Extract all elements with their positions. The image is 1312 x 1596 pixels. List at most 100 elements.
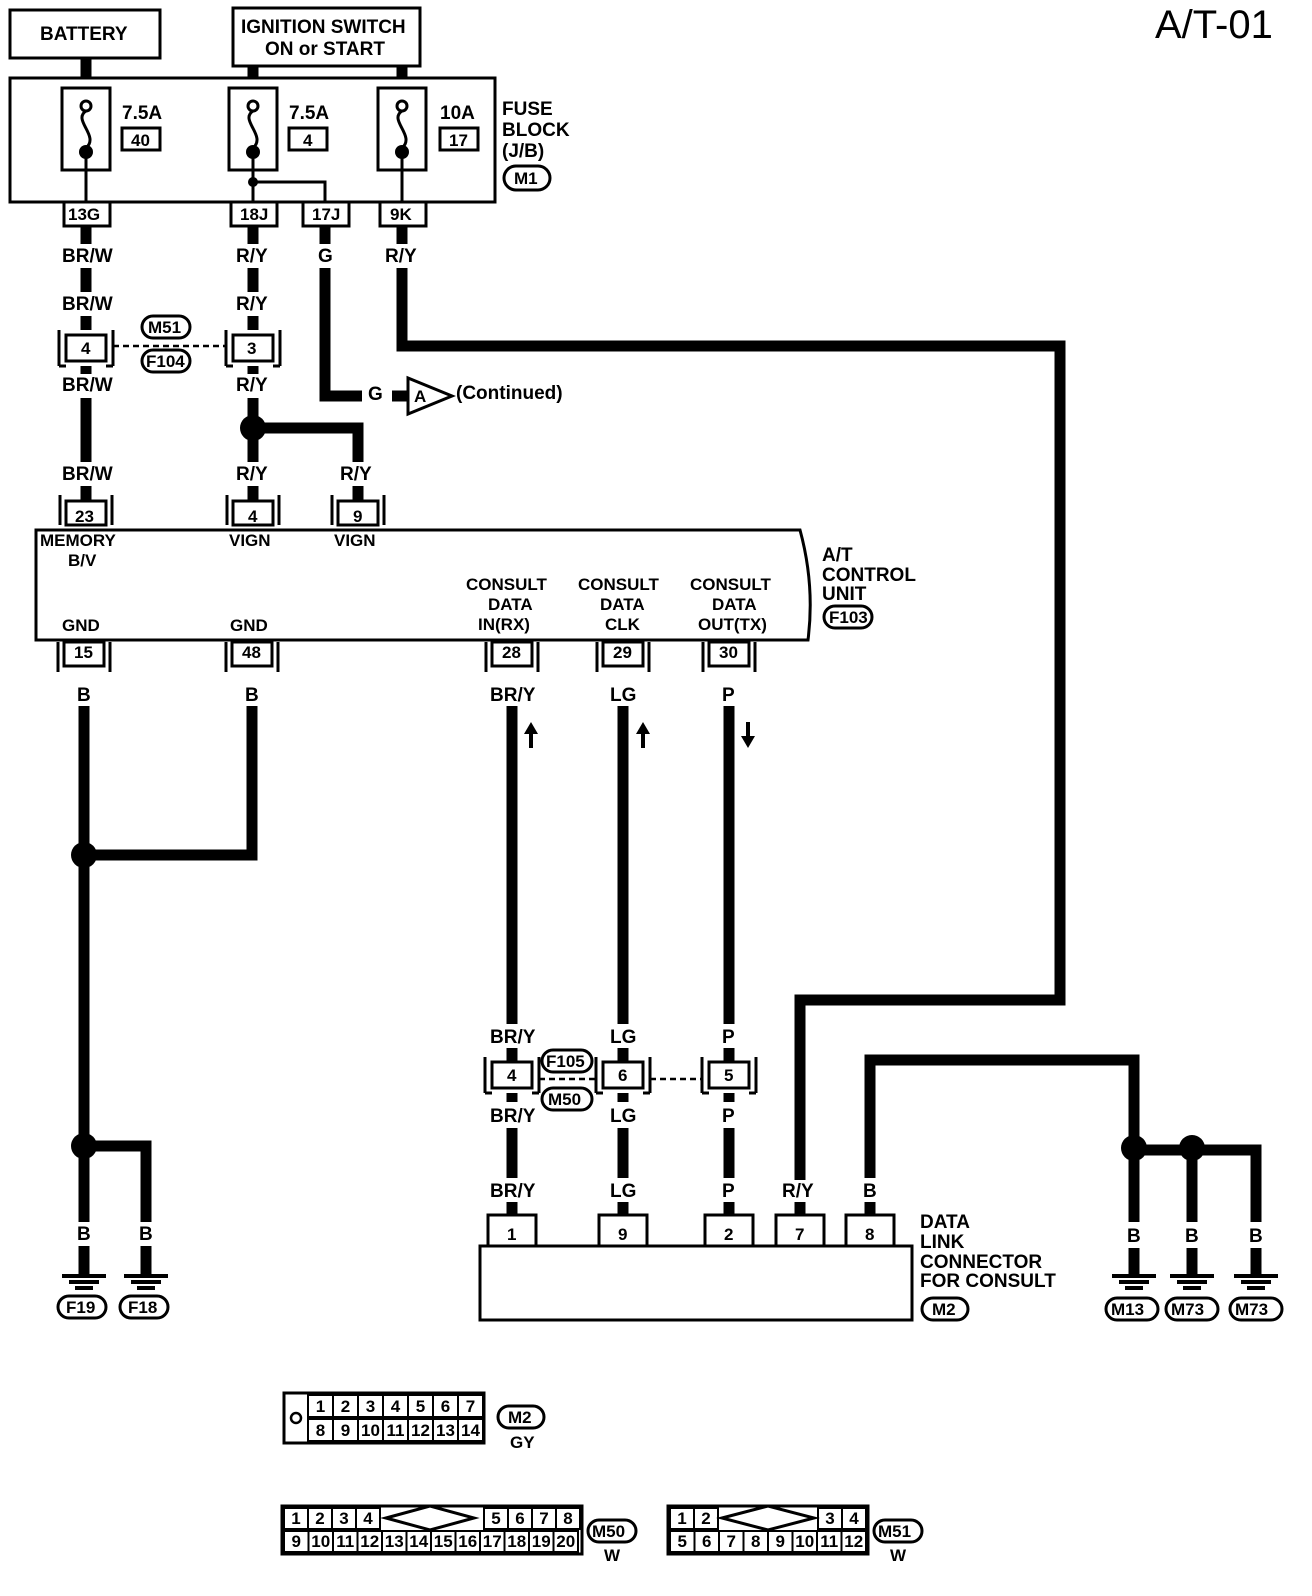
svg-text:18J: 18J	[240, 205, 268, 224]
m51-pin-label: 2	[701, 1509, 710, 1528]
svg-text:M2: M2	[932, 1300, 956, 1319]
ignition-label-1: IGNITION SWITCH	[241, 17, 406, 38]
continued-marker: A	[406, 375, 456, 417]
wire-label-ry-2: R/Y	[236, 294, 268, 315]
wire-label-lg-2: LG	[610, 1027, 636, 1048]
wire-label-b-m73-2: B	[1249, 1226, 1263, 1247]
svg-text:W: W	[890, 1546, 907, 1565]
arrow-up-rx-icon	[524, 722, 538, 748]
wire-label-brw-4: BR/W	[62, 464, 113, 485]
m2-pin	[457, 1394, 484, 1418]
ground-badge-f19: F19	[56, 1294, 108, 1320]
ground-symbol-m73-1	[1168, 1274, 1216, 1290]
svg-text:M51: M51	[148, 318, 181, 337]
data-link-label-1: DATA	[920, 1212, 970, 1233]
fuse-block: 7.5A 40 7.5A 4 10A 17	[8, 76, 497, 204]
svg-text:M73: M73	[1235, 1300, 1268, 1319]
terminal-18j: 18J	[229, 200, 279, 228]
svg-text:28: 28	[502, 643, 521, 662]
svg-text:3: 3	[247, 339, 256, 358]
svg-text:DATA: DATA	[488, 595, 533, 614]
m50-pin-label: 10	[311, 1532, 330, 1551]
m50-pin-label: 5	[491, 1509, 500, 1528]
svg-text:M51: M51	[878, 1522, 911, 1541]
svg-text:B/V: B/V	[68, 551, 97, 570]
ground-symbol-m13	[1110, 1274, 1158, 1290]
m50-pin-label: 17	[483, 1532, 502, 1551]
m51-pin-label: 6	[702, 1532, 711, 1551]
ground-symbol-m73-2	[1232, 1274, 1280, 1290]
wire-label-p-3: P	[722, 1106, 735, 1127]
wire-label-bry-3: BR/Y	[490, 1106, 536, 1127]
svg-text:48: 48	[242, 643, 261, 662]
fuse-block-label-1: FUSE	[502, 99, 553, 120]
m50-pin-label: 2	[315, 1509, 324, 1528]
wire-label-ry-1: R/Y	[236, 246, 268, 267]
m51-pin-label: 12	[844, 1532, 863, 1551]
m51-pin	[840, 1530, 867, 1553]
svg-text:30: 30	[719, 643, 738, 662]
m50-pin-label: 8	[563, 1509, 572, 1528]
m50-pin-label: 11	[336, 1532, 354, 1551]
arrow-up-clk-icon	[636, 722, 650, 748]
svg-text:CONSULT: CONSULT	[578, 575, 660, 594]
m2-pin-label: 11	[387, 1421, 405, 1440]
wire-label-b-m73-1: B	[1185, 1226, 1199, 1247]
m51-pin-label: 1	[677, 1509, 686, 1528]
ground-symbol-f19	[60, 1274, 108, 1290]
svg-text:F103: F103	[829, 608, 868, 627]
m50-pin-label: 3	[339, 1509, 348, 1528]
m50-pin	[555, 1507, 581, 1530]
m2-pin-label: 1	[316, 1397, 325, 1416]
svg-text:4: 4	[81, 339, 91, 358]
battery-label: BATTERY	[40, 24, 128, 45]
m2-pin	[457, 1418, 484, 1442]
wire-label-brw-2: BR/W	[62, 294, 113, 315]
wire-label-p-2: P	[722, 1027, 735, 1048]
fuse-block-label-3: (J/B)	[502, 141, 544, 162]
m2-pin-label: 9	[341, 1421, 350, 1440]
m51-pin-label: 5	[678, 1532, 687, 1551]
fuse-block-connector-badge: M1	[502, 164, 552, 192]
wire-label-b-m13: B	[1127, 1226, 1141, 1247]
svg-text:VIGN: VIGN	[229, 531, 271, 550]
m50-pin-label: 20	[556, 1532, 575, 1551]
m50-pin-label: 19	[532, 1532, 551, 1551]
ground-badge-m73-2: M73	[1228, 1296, 1284, 1322]
svg-text:4: 4	[507, 1066, 517, 1085]
at-control-unit: 23 4 9 MEMORY B/V VIGN VIGN GND GND CONS…	[34, 493, 812, 674]
wire-label-p-4: P	[722, 1181, 735, 1202]
svg-text:VIGN: VIGN	[334, 531, 376, 550]
arrow-down-tx-icon	[741, 722, 755, 748]
control-unit-connector-badge: F103	[822, 604, 874, 630]
svg-text:GND: GND	[230, 616, 268, 635]
wire-label-lg-4: LG	[610, 1181, 636, 1202]
fuse-amp-3: 10A	[440, 103, 475, 124]
fuse-block-label-2: BLOCK	[502, 120, 570, 141]
data-link-label-2: LINK	[920, 1232, 965, 1253]
wire-label-ry-3: R/Y	[236, 375, 268, 396]
inline-connector-m51-f104: 4 3 M51 F104	[57, 314, 282, 374]
m51-pin-label: 3	[825, 1509, 834, 1528]
wire-label-g-1: G	[318, 246, 333, 267]
wire-label-p-1: P	[722, 685, 735, 706]
m2-pin-label: 7	[466, 1397, 475, 1416]
svg-text:7: 7	[795, 1225, 804, 1244]
wire-label-bry-2: BR/Y	[490, 1027, 536, 1048]
wire-label-b-gnd-1: B	[77, 685, 91, 706]
battery-source: BATTERY	[8, 8, 162, 60]
wire-label-ry-5: R/Y	[340, 464, 372, 485]
fuse-num-2: 4	[303, 131, 313, 150]
svg-text:17J: 17J	[312, 205, 340, 224]
wire-label-ry-9k: R/Y	[385, 246, 417, 267]
control-unit-label-3: UNIT	[822, 584, 867, 605]
svg-text:CONSULT: CONSULT	[466, 575, 548, 594]
svg-text:F105: F105	[546, 1052, 585, 1071]
wire-label-b-f18: B	[139, 1224, 153, 1245]
ground-symbol-f18	[122, 1274, 170, 1290]
ground-badge-f18: F18	[118, 1294, 170, 1320]
svg-text:5: 5	[724, 1066, 733, 1085]
wire-label-bry-4: BR/Y	[490, 1181, 536, 1202]
